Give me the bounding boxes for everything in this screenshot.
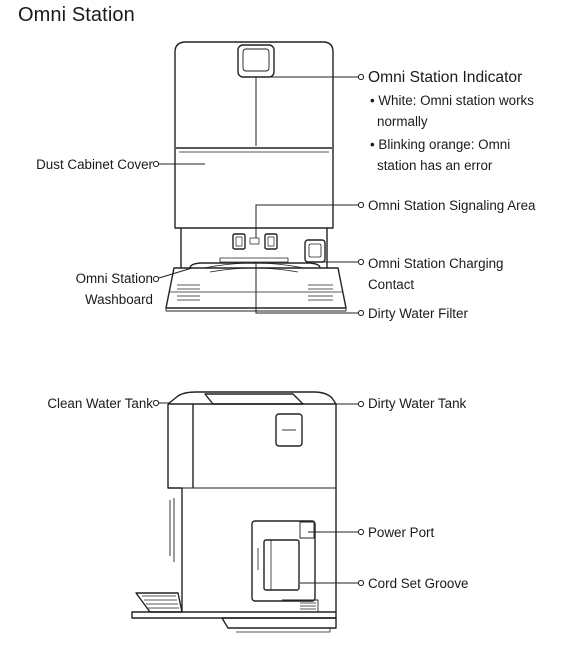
label-cord-set-groove: Cord Set Groove	[368, 576, 469, 591]
label-charging-line1: Omni Station Charging	[368, 256, 504, 271]
label-washboard-line1: Omni Station	[75, 271, 153, 286]
note-text: White: Omni station works	[378, 93, 534, 108]
label-clean-water-tank: Clean Water Tank	[47, 396, 153, 411]
label-charging-contact: Omni Station Charging Contact	[368, 253, 503, 295]
indicator-note-orange: • Blinking orange: Omni station has an e…	[370, 134, 510, 176]
label-dirty-water-filter: Dirty Water Filter	[368, 306, 468, 321]
label-omni-station-indicator: Omni Station Indicator	[368, 69, 523, 86]
note-line: • Blinking orange: Omni	[370, 137, 511, 152]
side-view-illustration	[131, 391, 337, 633]
label-washboard-line2: Washboard	[85, 292, 153, 307]
label-power-port: Power Port	[368, 525, 435, 540]
note-line: station has an error	[377, 158, 493, 173]
indicator-note-white: • White: Omni station works normally	[370, 90, 534, 132]
note-line: • White: Omni station works	[370, 93, 534, 108]
leader-lines	[152, 73, 365, 587]
label-dirty-water-tank: Dirty Water Tank	[368, 396, 467, 411]
label-washboard: Omni Station Washboard	[76, 268, 153, 310]
note-line: normally	[377, 114, 428, 129]
label-dust-cabinet-cover: Dust Cabinet Cover	[36, 157, 153, 172]
note-text: Blinking orange: Omni	[378, 137, 511, 152]
page-title: Omni Station	[18, 4, 135, 26]
label-charging-line2: Contact	[368, 277, 415, 292]
label-signaling-area: Omni Station Signaling Area	[368, 198, 536, 213]
